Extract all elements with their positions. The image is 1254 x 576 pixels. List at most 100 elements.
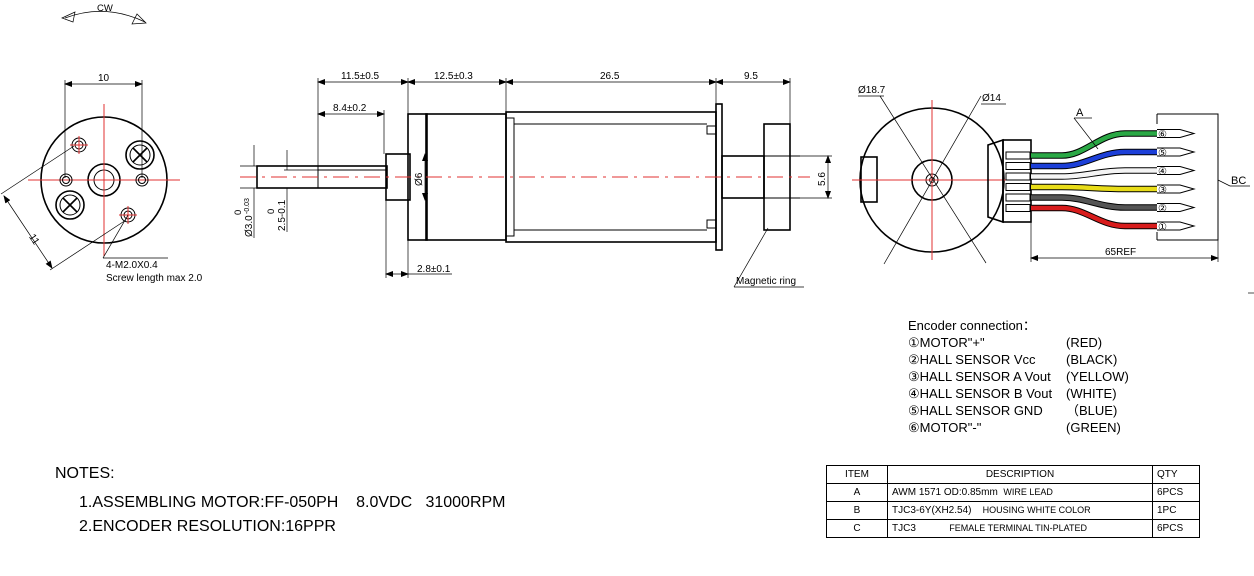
shaft-length-dim: 11.5±0.5 <box>341 71 380 82</box>
pin-color: (GREEN) <box>1066 420 1121 435</box>
lead-wire <box>1031 184 1157 192</box>
bom-desc-main: AWM 1571 OD:0.85mm <box>892 487 998 498</box>
pin-name: ③HALL SENSOR A Vout <box>908 369 1051 384</box>
housing-slot <box>1005 193 1031 202</box>
flat-height-dim: 2.5-0.1 <box>277 199 288 231</box>
motor-length-dim: 26.5 <box>600 71 620 82</box>
encoder-length-dim: 9.5 <box>744 71 758 82</box>
lead-wire <box>1031 168 1157 179</box>
flat-length-dim: 8.4±0.2 <box>333 103 367 114</box>
bom-header-item: ITEM <box>826 465 888 484</box>
pin-name: ①MOTOR"+" <box>908 335 985 350</box>
bom-desc-spec: HOUSING WHITE COLOR <box>982 505 1091 515</box>
encoder-row: ⑥MOTOR"-" (GREEN) <box>908 419 1129 436</box>
housing-slot <box>1005 183 1031 191</box>
encoder-row: ①MOTOR"+" (RED) <box>908 334 1129 351</box>
terminal <box>1157 221 1196 231</box>
terminal <box>1157 129 1196 138</box>
pin-number: ② <box>1158 204 1167 215</box>
shaft-dia-tol-lower: -0.03 <box>244 198 251 214</box>
rear-view: Ø18.7 Ø14 ① ② ③ ④ ⑤ ⑥ BC A 65REF <box>852 85 1254 294</box>
pin-number: ④ <box>1158 167 1167 178</box>
front-view: 10 11 4-M2.0X0.4 Screw length max 2.0 <box>0 73 203 284</box>
pin-color: (BLACK) <box>1066 352 1118 367</box>
front-width-dim: 10 <box>98 73 110 84</box>
screw-callout: 4-M2.0X0.4 <box>106 260 158 271</box>
lead-wire <box>1031 205 1157 229</box>
pin-name: ④HALL SENSOR B Vout <box>908 386 1053 401</box>
encoder-shaft-dim: 5.6 <box>817 172 828 186</box>
bom-row: C TJC3 FEMALE TERMINAL TIN-PLATED 6PCS <box>826 519 1200 538</box>
bc-callout: BC <box>1231 175 1246 187</box>
bom-item: B <box>826 501 888 520</box>
inner-diameter-dim: Ø14 <box>982 93 1001 104</box>
pin-color: (WHITE) <box>1066 386 1117 401</box>
bom-table: ITEM DESCRIPTION QTY A AWM 1571 OD:0.85m… <box>826 465 1200 538</box>
bom-item: A <box>826 483 888 502</box>
encoder-row: ②HALL SENSOR Vcc (BLACK) <box>908 351 1129 368</box>
encoder-row: ③HALL SENSOR A Vout (YELLOW) <box>908 368 1129 385</box>
rotation-indicator: CW <box>61 3 147 25</box>
housing-slot <box>1005 151 1031 160</box>
bom-qty: 6PCS <box>1152 483 1200 502</box>
pin-name: ②HALL SENSOR Vcc <box>908 352 1036 367</box>
terminal <box>1157 203 1196 212</box>
gearbox-length-dim: 12.5±0.3 <box>434 71 473 82</box>
magnetic-ring-label: Magnetic ring <box>736 276 796 287</box>
pin-color: (YELLOW) <box>1066 369 1129 384</box>
rotation-label: CW <box>97 3 113 14</box>
shaft-dia-tol-upper: 0 <box>233 210 244 215</box>
pin-name: ⑤HALL SENSOR GND <box>908 403 1043 418</box>
bom-item: C <box>826 519 888 538</box>
outer-diameter-dim: Ø18.7 <box>858 85 886 96</box>
pin-color: (RED) <box>1066 335 1103 350</box>
encoder-connection: Encoder connection： ①MOTOR"+" (RED) ②HALL… <box>908 317 1129 436</box>
boss-length-dim: 2.8±0.1 <box>417 264 451 275</box>
lead-length-dim: 65REF <box>1105 247 1136 258</box>
terminal <box>1157 147 1196 157</box>
terminal <box>1157 184 1196 194</box>
terminal <box>1157 166 1196 175</box>
side-view: 11.5±0.5 12.5±0.3 26.5 9.5 8.4±0.2 2.8±0… <box>233 71 832 288</box>
pin-name: ⑥MOTOR"-" <box>908 420 982 435</box>
bom-row: A AWM 1571 OD:0.85mm WIRE LEAD 6PCS <box>826 483 1200 502</box>
front-diag-dim: 11 <box>26 232 41 247</box>
pin-number: ⑥ <box>1158 130 1167 141</box>
note-item: 2.ENCODER RESOLUTION:16PPR <box>79 518 336 535</box>
bom-row: B TJC3-6Y(XH2.54) HOUSING WHITE COLOR 1P… <box>826 501 1200 520</box>
housing-slot <box>1005 204 1031 212</box>
bom-description: TJC3-6Y(XH2.54) HOUSING WHITE COLOR <box>887 501 1153 520</box>
bom-header-row: ITEM DESCRIPTION QTY <box>826 465 1200 484</box>
bom-header-description: DESCRIPTION <box>887 465 1153 484</box>
bom-desc-main: TJC3 <box>892 523 916 534</box>
notes-title: NOTES: <box>55 465 115 482</box>
screw-length-note: Screw length max 2.0 <box>106 273 203 284</box>
bom-qty: 6PCS <box>1152 519 1200 538</box>
a-callout: A <box>1076 107 1084 119</box>
flat-height-tol: 0 <box>266 209 277 214</box>
pin-color: （BLUE) <box>1066 403 1118 418</box>
encoder-title: Encoder connection： <box>908 318 1036 333</box>
note-item: 1.ASSEMBLING MOTOR:FF-050PH 8.0VDC 31000… <box>79 494 506 511</box>
bom-desc-spec: WIRE LEAD <box>1003 487 1053 497</box>
bom-desc-main: TJC3-6Y(XH2.54) <box>892 505 972 516</box>
lead-wire <box>1031 149 1157 169</box>
lead-wire <box>1031 195 1157 210</box>
boss-diameter-dim: Ø6 <box>414 172 425 186</box>
bom-qty: 1PC <box>1152 501 1200 520</box>
notes: NOTES: 1.ASSEMBLING MOTOR:FF-050PH 8.0VD… <box>55 465 506 539</box>
bom-desc-spec: FEMALE TERMINAL TIN-PLATED <box>949 523 1087 533</box>
encoder-row: ⑤HALL SENSOR GND （BLUE) <box>908 402 1129 419</box>
pin-number: ① <box>1158 222 1167 233</box>
bom-header-qty: QTY <box>1152 465 1200 484</box>
housing-slot <box>1005 162 1031 170</box>
lead-wire <box>1031 131 1157 158</box>
pin-number: ③ <box>1158 185 1167 196</box>
shaft-diameter-dim: Ø3.0 <box>244 215 255 237</box>
encoder-row: ④HALL SENSOR B Vout (WHITE) <box>908 385 1129 402</box>
bom-description: TJC3 FEMALE TERMINAL TIN-PLATED <box>887 519 1153 538</box>
bom-description: AWM 1571 OD:0.85mm WIRE LEAD <box>887 483 1153 502</box>
housing-slot <box>1005 172 1031 181</box>
pin-number: ⑤ <box>1158 148 1167 159</box>
